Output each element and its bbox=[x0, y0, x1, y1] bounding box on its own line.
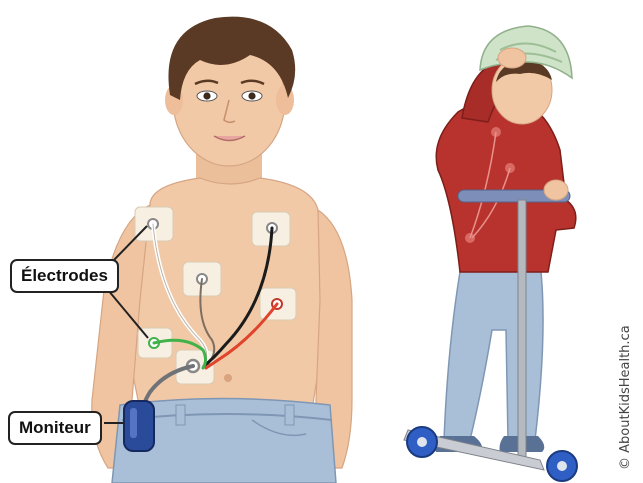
scooter-boy-hand bbox=[498, 48, 526, 68]
monitor-highlight bbox=[130, 408, 137, 438]
electrodes-label: Électrodes bbox=[10, 259, 119, 293]
monitor-label: Moniteur bbox=[8, 411, 102, 445]
boy-pupil bbox=[248, 92, 255, 99]
scooter-boy-hand bbox=[544, 180, 568, 200]
boy-belt-loop bbox=[176, 405, 185, 425]
boy-navel bbox=[224, 374, 232, 382]
scooter-wheel-hub bbox=[557, 461, 567, 471]
copyright-credit: © AboutKidsHealth.ca bbox=[618, 325, 633, 470]
boy-pupil bbox=[203, 92, 210, 99]
scooter-wheel-hub bbox=[417, 437, 427, 447]
monitor-body bbox=[124, 401, 154, 451]
scooter-boy-jeans bbox=[444, 260, 543, 440]
boy-with-electrodes bbox=[92, 17, 352, 483]
boy-on-scooter bbox=[404, 26, 577, 481]
holter-monitor bbox=[124, 401, 154, 451]
boy-belt-loop bbox=[285, 405, 294, 425]
scooter-stem bbox=[518, 200, 526, 460]
